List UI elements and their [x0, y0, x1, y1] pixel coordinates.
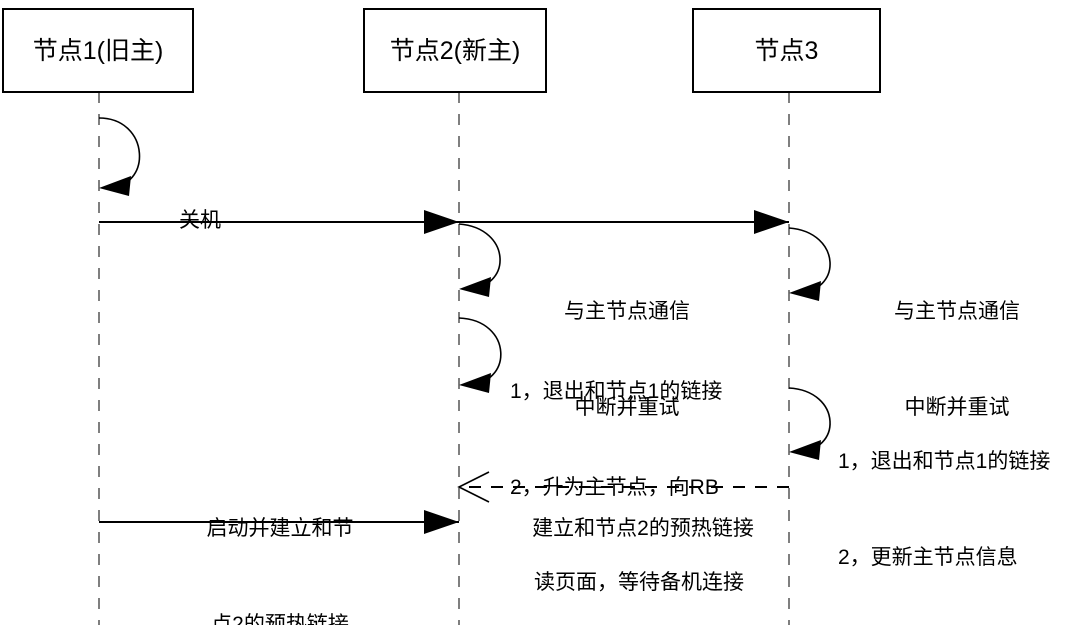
actor-box-node2[interactable]: [363, 8, 547, 93]
arrowhead-node2-inbound-1: [424, 210, 459, 234]
message-label-preheat-link-return-line1: 建立和节点2的预热链接: [532, 516, 754, 540]
message-label-node2-promote: 1，退出和节点1的链接 2，升为主节点，向RB 读页面，等待备机连接: [510, 312, 780, 625]
message-label-node2-promote-line3: 读页面，等待备机连接: [534, 571, 744, 595]
message-label-node2-retry-line1: 与主节点通信: [564, 299, 690, 323]
actor-label-node2: 节点2(新主): [389, 36, 521, 65]
actor-box-node3[interactable]: [692, 8, 881, 93]
message-label-node3-retry: 与主节点通信 中断并重试: [842, 232, 1072, 487]
arrowhead-node2-inbound-dashed: [457, 471, 490, 503]
actor-label-node3: 节点3: [754, 36, 819, 65]
message-label-node3-retry-line1: 与主节点通信: [894, 299, 1020, 323]
arrowhead-node2-retry: [459, 277, 491, 297]
message-label-shutdown: 关机: [140, 141, 260, 301]
message-label-node3-update-line2: 2，更新主节点信息: [838, 545, 1018, 569]
message-label-shutdown-line1: 关机: [179, 208, 221, 232]
message-label-startup-preheat-line2: 点2的预热链接: [211, 612, 349, 625]
self-loop-path-node3-retry: [788, 227, 831, 294]
arrowhead-node3-retry: [789, 281, 821, 301]
arrowhead-node3-update: [789, 440, 821, 460]
message-label-node3-update: 1，退出和节点1的链接 2，更新主节点信息: [838, 382, 1080, 625]
message-label-startup-preheat-line1: 启动并建立和节: [206, 516, 354, 540]
message-label-node3-update-line1: 1，退出和节点1的链接: [838, 449, 1051, 473]
arrowhead-node3-inbound-1: [754, 210, 789, 234]
message-label-node2-promote-line1: 1，退出和节点1的链接: [510, 379, 723, 403]
message-label-startup-preheat: 启动并建立和节 点2的预热链接: [160, 449, 400, 625]
actor-node1[interactable]: 节点1(旧主): [3, 9, 193, 92]
actor-node3[interactable]: 节点3: [693, 9, 880, 92]
message-label-node2-retry-line2: 中断并重试: [574, 395, 680, 419]
self-loop-path-node1-shutdown: [98, 117, 141, 189]
arrowhead-node1-shutdown: [99, 176, 131, 196]
arrowhead-node2-promote: [459, 373, 491, 393]
message-label-node2-promote-line2: 2，升为主节点，向RB: [510, 475, 719, 499]
message-label-node3-retry-line2: 中断并重试: [904, 395, 1010, 419]
message-label-node2-retry: 与主节点通信 中断并重试: [512, 232, 742, 487]
self-loop-path-node2-retry: [458, 223, 501, 290]
actor-label-node1: 节点1(旧主): [32, 36, 164, 65]
arrowhead-node2-inbound-2: [424, 510, 459, 534]
self-loop-path-node2-promote: [458, 317, 502, 386]
actor-box-node1[interactable]: [2, 8, 194, 93]
actor-node2[interactable]: 节点2(新主): [364, 9, 546, 92]
self-loop-path-node3-update: [788, 387, 831, 453]
message-label-preheat-link-return: 建立和节点2的预热链接: [498, 449, 788, 609]
